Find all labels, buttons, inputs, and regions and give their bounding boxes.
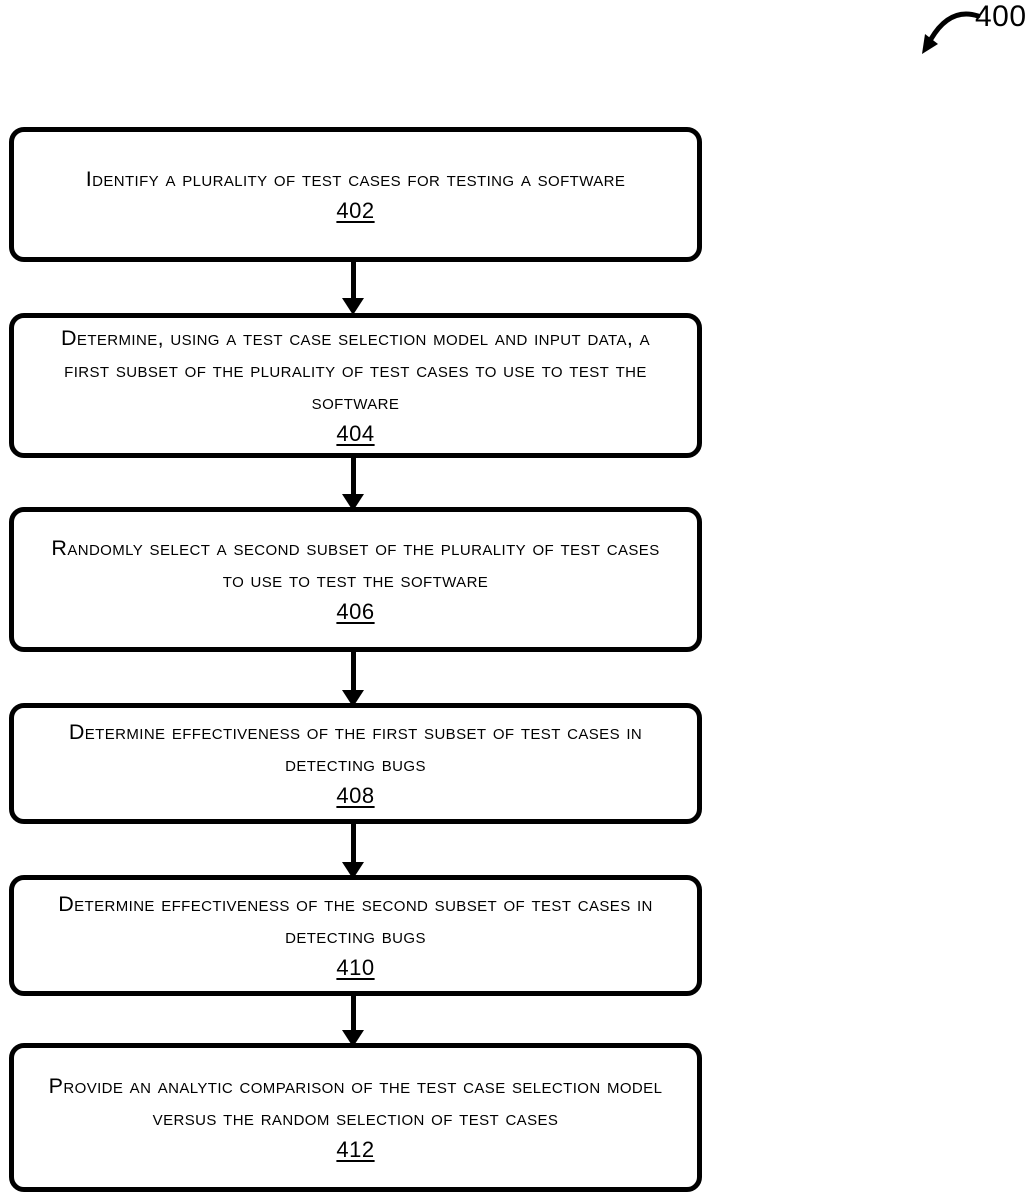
flow-step-ref-number: 406 <box>336 598 375 624</box>
flow-step-ref-number: 404 <box>336 420 375 446</box>
flow-step-random-second-subset: Randomly select a second subset of the p… <box>9 507 702 652</box>
figure-number-label: 400 <box>975 0 1027 33</box>
down-arrow-icon <box>342 992 364 1047</box>
down-arrow-icon <box>342 454 364 511</box>
flow-step-ref-number: 408 <box>336 782 375 808</box>
flow-step-text: Randomly select a second subset of the p… <box>51 535 660 592</box>
flow-step-identify-test-cases: Identify a plurality of test cases for t… <box>9 127 702 262</box>
flow-step-ref-number: 402 <box>336 197 375 223</box>
down-arrow-icon <box>342 648 364 707</box>
figure-pointer-arrow-icon <box>922 11 981 54</box>
flow-step-analytic-comparison: Provide an analytic comparison of the te… <box>9 1043 702 1192</box>
flow-step-text: Provide an analytic comparison of the te… <box>48 1073 663 1130</box>
flow-step-effectiveness-second-subset: Determine effectiveness of the second su… <box>9 875 702 996</box>
flow-step-ref-number: 412 <box>336 1136 375 1162</box>
flow-step-ref-number: 410 <box>336 954 375 980</box>
flow-step-text: Determine effectiveness of the second su… <box>58 891 653 948</box>
flow-step-effectiveness-first-subset: Determine effectiveness of the first sub… <box>9 703 702 824</box>
flow-step-text: Identify a plurality of test cases for t… <box>85 166 626 191</box>
flow-step-text: Determine effectiveness of the first sub… <box>68 719 643 776</box>
down-arrow-icon <box>342 258 364 315</box>
flow-step-text: Determine, using a test case selection m… <box>60 325 651 414</box>
down-arrow-icon <box>342 820 364 879</box>
flow-step-determine-first-subset: Determine, using a test case selection m… <box>9 313 702 458</box>
